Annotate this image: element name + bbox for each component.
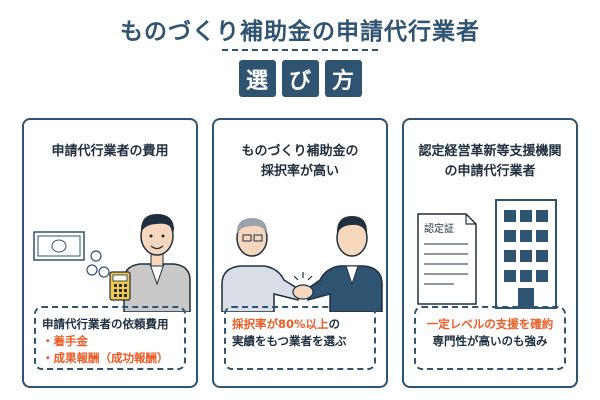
handshake-illustration — [221, 216, 383, 312]
badge-group: 選 び 方 — [0, 60, 600, 97]
banknote-icon — [33, 231, 85, 261]
card-adoption-title-line-2: 採択率が高い — [260, 164, 339, 179]
certificate-label: 認定証 — [424, 222, 454, 235]
certified-note: 一定レベルの支援を確約 専門性が高いのも強み — [414, 306, 566, 370]
adoption-note-line-1: 採択率が80%以上の — [232, 316, 368, 333]
adoption-note-line-2: 実績をもつ業者を選ぶ — [232, 334, 347, 348]
cost-note: 申請代行業者の依頼費用 ・着手金 ・成果報酬（成功報酬） — [34, 306, 186, 370]
page-title: ものづくり補助金の申請代行業者 — [120, 19, 480, 45]
cost-note-bullet-2: ・成果報酬（成功報酬） — [42, 351, 169, 365]
adoption-note-highlight: 採択率が80%以上 — [232, 317, 329, 331]
adoption-note-tail: の — [328, 317, 341, 331]
certificate-icon: 認定証 — [417, 213, 477, 305]
cost-illustration — [33, 214, 191, 312]
card-certified-agency: 認定経営革新等支援機関 の申請代行業者 認定証 — [402, 118, 578, 388]
card-certified-title-line-2: の申請代行業者 — [444, 164, 536, 179]
badge-sen: 選 — [238, 60, 276, 97]
badge-bi: び — [281, 60, 319, 97]
man-with-calculator-icon — [109, 214, 191, 312]
cost-note-bullet-1: ・着手金 — [42, 334, 88, 348]
certificate-building-illustration: 認定証 — [417, 199, 557, 309]
handshake-icon — [221, 216, 383, 312]
card-adoption-rate: ものづくり補助金の 採択率が高い 採択率が80%以上の — [212, 118, 388, 388]
card-adoption-title-line-1: ものづくり補助金の — [241, 144, 359, 159]
title-divider — [222, 49, 378, 51]
card-cost: 申請代行業者の費用 — [22, 118, 198, 388]
badge-kata: 方 — [324, 60, 362, 97]
certified-note-line-2: 専門性が高いのも強み — [432, 334, 548, 348]
office-building-icon — [495, 199, 557, 309]
coins-icon — [86, 250, 110, 278]
certified-note-highlight: 一定レベルの支援を確約 — [426, 317, 554, 331]
card-certified-title: 認定経営革新等支援機関 の申請代行業者 — [404, 142, 576, 182]
adoption-note: 採択率が80%以上の 実績をもつ業者を選ぶ — [224, 306, 376, 370]
card-certified-title-line-1: 認定経営革新等支援機関 — [418, 144, 562, 159]
card-adoption-title: ものづくり補助金の 採択率が高い — [214, 142, 386, 182]
card-cost-title: 申請代行業者の費用 — [51, 144, 169, 159]
cost-note-heading: 申請代行業者の依頼費用 — [42, 317, 169, 331]
